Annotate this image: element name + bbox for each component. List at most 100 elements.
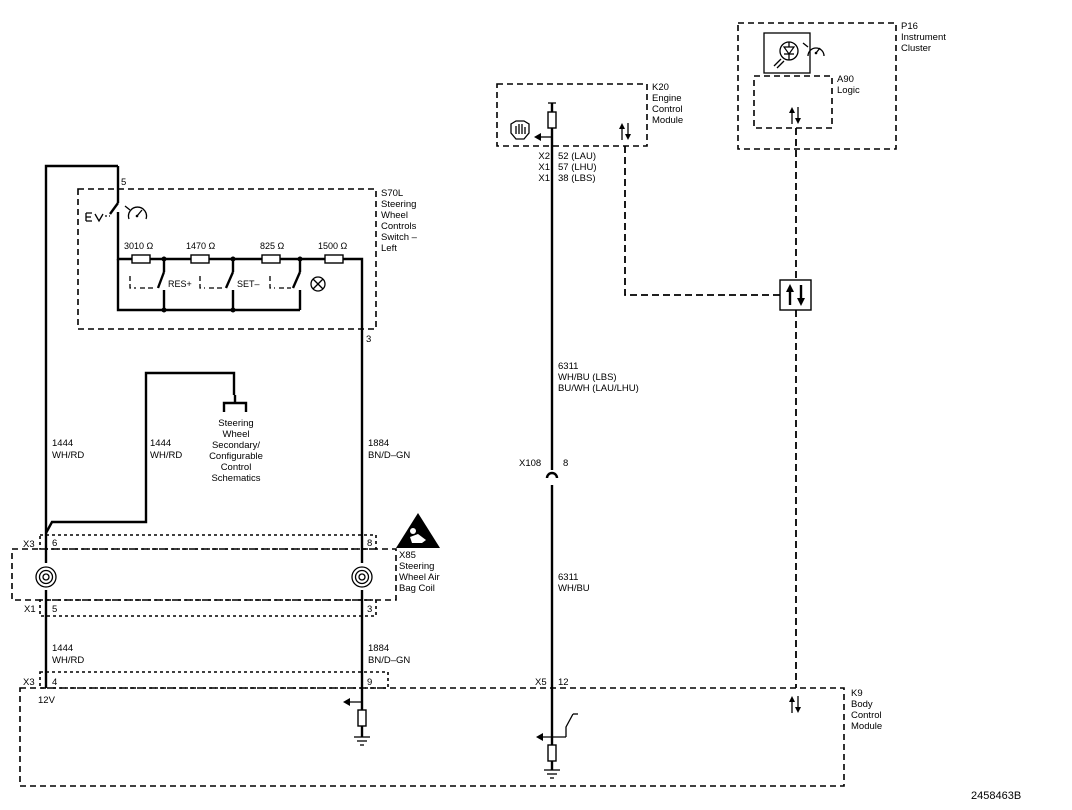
svg-text:1884: 1884	[368, 438, 389, 449]
svg-text:BU/WH (LAU/LHU): BU/WH (LAU/LHU)	[558, 383, 639, 394]
svg-text:X1: X1	[538, 162, 550, 173]
wire-1884-lower: 1884 BN/D–GN	[360, 590, 410, 688]
svg-text:1444: 1444	[52, 643, 73, 654]
svg-text:57 (LHU): 57 (LHU)	[558, 162, 597, 173]
ground-icon	[544, 769, 560, 779]
a90-label: A90 Logic	[837, 74, 860, 96]
svg-text:Controls: Controls	[381, 221, 417, 232]
lin-transceiver-circuit	[536, 713, 578, 779]
k9-data-arrows-icon	[789, 696, 801, 713]
svg-text:X1: X1	[538, 173, 550, 184]
wire-1444-secondary: 1444 WH/RD	[44, 371, 236, 534]
clockspring-coil-left-icon	[35, 566, 57, 588]
svg-text:1884: 1884	[368, 643, 389, 654]
p16-boundary	[737, 22, 897, 150]
signal-return-circuit	[343, 688, 370, 746]
x108-connector-label: X108	[519, 458, 541, 469]
cancel-switch	[129, 259, 166, 310]
s70l-boundary	[77, 188, 377, 330]
svg-text:3010 Ω: 3010 Ω	[124, 241, 154, 251]
svg-text:X5: X5	[535, 677, 547, 688]
svg-text:1470 Ω: 1470 Ω	[186, 241, 216, 251]
svg-text:A90: A90	[837, 74, 854, 85]
serial-data-lines	[624, 128, 812, 688]
svg-text:Module: Module	[851, 721, 882, 732]
svg-text:Wheel: Wheel	[381, 210, 408, 221]
svg-text:X2: X2	[538, 151, 550, 162]
set-label: SET–	[237, 279, 260, 289]
svg-text:X85: X85	[399, 550, 416, 561]
svg-text:Engine: Engine	[652, 93, 682, 104]
svg-text:Wheel Air: Wheel Air	[399, 572, 440, 583]
k9-body-control-module: K9 Body Control Module X3 4 9 12V X5 12	[19, 671, 882, 787]
airbag-warning-icon	[396, 513, 440, 548]
gateway-arrows-icon	[779, 279, 812, 311]
resistor-1470: 1470 Ω	[186, 241, 216, 264]
svg-text:Instrument: Instrument	[901, 32, 946, 43]
svg-text:K20: K20	[652, 82, 669, 93]
x85-boundary	[11, 548, 397, 601]
svg-text:825 Ω: 825 Ω	[260, 241, 285, 251]
svg-text:X3: X3	[23, 677, 35, 688]
x85-label: X85 Steering Wheel Air Bag Coil	[399, 550, 440, 594]
svg-text:WH/RD: WH/RD	[150, 450, 182, 461]
resistor-1500: 1500 Ω	[318, 241, 348, 264]
resistor-3010: 3010 Ω	[124, 241, 154, 264]
svg-text:Schematics: Schematics	[211, 473, 260, 484]
k20-pin-list: X2 52 (LAU) X1 57 (LHU) X1 38 (LBS)	[538, 151, 596, 184]
svg-text:Control: Control	[652, 104, 683, 115]
svg-text:38 (LBS): 38 (LBS)	[558, 173, 596, 184]
svg-text:Bag Coil: Bag Coil	[399, 583, 435, 594]
svg-text:5: 5	[52, 604, 57, 615]
svg-text:WH/BU: WH/BU	[558, 583, 590, 594]
x3-top-connector	[39, 534, 377, 550]
k20-engine-control-module: K20 Engine Control Module X2 52 (LAU) X1…	[496, 82, 683, 184]
svg-text:Logic: Logic	[837, 85, 860, 96]
k9-boundary	[19, 687, 845, 787]
x108-pin-label: 8	[563, 458, 568, 469]
svg-text:Body: Body	[851, 699, 873, 710]
res-switch: RES+	[168, 259, 235, 310]
svg-text:12: 12	[558, 677, 569, 688]
ground-icon	[354, 736, 370, 746]
cluster-speedometer-icon	[802, 42, 825, 57]
res-label: RES+	[168, 279, 192, 289]
svg-text:S70L: S70L	[381, 188, 403, 199]
wire-6311: 6311 WH/BU (LBS) BU/WH (LAU/LHU) 6311 WH…	[519, 137, 639, 737]
x85-airbag-coil: X3 6 8 X1 5 3 X85 Steering Wheel Air Bag…	[11, 513, 440, 617]
s70l-pin-3: 3	[366, 334, 371, 345]
svg-text:P16: P16	[901, 21, 918, 32]
k20-data-arrows-icon	[619, 123, 631, 140]
s70l-pin-5: 5	[121, 177, 126, 188]
svg-text:WH/RD: WH/RD	[52, 450, 84, 461]
svg-text:BN/D–GN: BN/D–GN	[368, 655, 410, 666]
k20-boundary	[496, 83, 648, 147]
s70l-label: S70L Steering Wheel Controls Switch – Le…	[381, 188, 418, 254]
x1-connector	[39, 599, 377, 617]
svg-text:3: 3	[367, 604, 372, 615]
svg-text:Steering: Steering	[399, 561, 434, 572]
svg-text:Module: Module	[652, 115, 683, 126]
svg-text:1500 Ω: 1500 Ω	[318, 241, 348, 251]
indicator-lamp-icon	[763, 32, 811, 74]
svg-text:8: 8	[367, 538, 372, 549]
svg-text:Wheel: Wheel	[223, 429, 250, 440]
svg-text:1444: 1444	[150, 438, 171, 449]
svg-text:BN/D–GN: BN/D–GN	[368, 450, 410, 461]
x3-bottom-connector	[39, 671, 389, 689]
svg-text:1444: 1444	[52, 438, 73, 449]
svg-text:9: 9	[367, 677, 372, 688]
a90-data-arrows-icon	[789, 107, 801, 124]
svg-text:52 (LAU): 52 (LAU)	[558, 151, 596, 162]
cancel-symbol-icon	[310, 276, 326, 292]
svg-text:X3: X3	[23, 539, 35, 550]
supply-voltage-label: 12V	[38, 695, 56, 706]
svg-text:Control: Control	[221, 462, 252, 473]
reference-steering-wheel-secondary: Steering Wheel Secondary/ Configurable C…	[209, 395, 263, 484]
a90-logic-boundary	[753, 75, 833, 129]
svg-text:Control: Control	[851, 710, 882, 721]
wire-1884: 1884 BN/D–GN	[360, 330, 410, 563]
svg-text:X1: X1	[24, 604, 36, 615]
p16-label: P16 Instrument Cluster	[901, 21, 946, 54]
p16-instrument-cluster: P16 Instrument Cluster A90 Logic	[737, 21, 946, 150]
